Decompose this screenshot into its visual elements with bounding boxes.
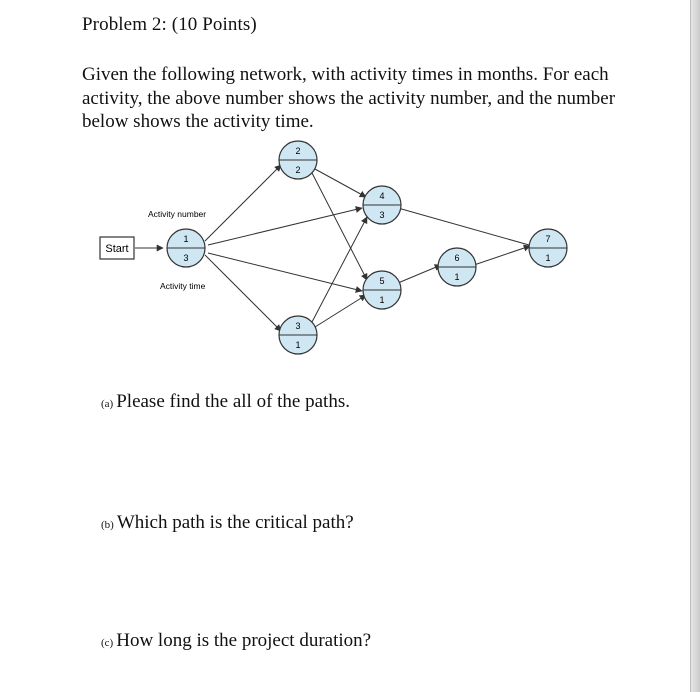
question-b-text: Which path is the critical path? bbox=[116, 512, 354, 533]
edge-6-7 bbox=[473, 244, 531, 266]
node-5-time: 1 bbox=[379, 295, 384, 305]
annotation-activity-number: Activity number bbox=[148, 209, 206, 219]
activity-node-6: 6 1 bbox=[437, 247, 477, 287]
activity-network-diagram: Start Activity number Activity time 1 3 … bbox=[99, 140, 568, 355]
node-6-number: 6 bbox=[454, 253, 459, 263]
question-a-label: (a) bbox=[101, 398, 114, 410]
question-b: (b)Which path is the critical path? bbox=[101, 512, 354, 534]
question-a-text: Please find the all of the paths. bbox=[116, 391, 350, 412]
activity-node-5: 5 1 bbox=[362, 270, 402, 310]
node-7-number: 7 bbox=[545, 234, 550, 244]
edge-1-3 bbox=[204, 254, 282, 332]
node-7-time: 1 bbox=[545, 253, 550, 263]
edge-2-5 bbox=[311, 172, 368, 281]
edge-3-4 bbox=[311, 216, 368, 323]
question-a: (a)Please find the all of the paths. bbox=[101, 391, 350, 413]
edge-5-6 bbox=[397, 264, 442, 284]
node-3-time: 1 bbox=[295, 340, 300, 350]
edge-1-2 bbox=[204, 164, 282, 242]
start-label: Start bbox=[105, 243, 128, 255]
problem-intro: Given the following network, with activi… bbox=[82, 64, 616, 132]
problem-title: Problem 2: (10 Points) bbox=[82, 14, 257, 35]
edge-2-4 bbox=[314, 168, 367, 198]
node-2-time: 2 bbox=[295, 165, 300, 175]
question-c-label: (c) bbox=[101, 637, 114, 649]
node-4-time: 3 bbox=[379, 210, 384, 220]
question-c: (c)How long is the project duration? bbox=[101, 630, 371, 652]
activity-node-4: 4 3 bbox=[362, 185, 402, 225]
node-5-number: 5 bbox=[379, 276, 384, 286]
node-3-number: 3 bbox=[295, 321, 300, 331]
node-1-number: 1 bbox=[183, 234, 188, 244]
node-4-number: 4 bbox=[379, 191, 384, 201]
activity-node-2: 2 2 bbox=[278, 140, 318, 180]
activity-node-1: 1 3 bbox=[166, 228, 206, 268]
node-2-number: 2 bbox=[295, 146, 300, 156]
question-b-label: (b) bbox=[101, 519, 114, 531]
activity-node-7: 7 1 bbox=[528, 228, 568, 268]
activity-node-3: 3 1 bbox=[278, 315, 318, 355]
start-node: Start bbox=[99, 236, 135, 260]
node-6-time: 1 bbox=[454, 272, 459, 282]
edge-3-5 bbox=[314, 294, 367, 328]
node-1-time: 3 bbox=[183, 253, 188, 263]
annotation-activity-time: Activity time bbox=[160, 281, 206, 291]
edge-1-4 bbox=[207, 206, 363, 246]
edge-4-7 bbox=[397, 207, 530, 246]
question-c-text: How long is the project duration? bbox=[116, 630, 372, 651]
edge-1-5 bbox=[207, 252, 363, 293]
page-edge bbox=[690, 0, 700, 692]
